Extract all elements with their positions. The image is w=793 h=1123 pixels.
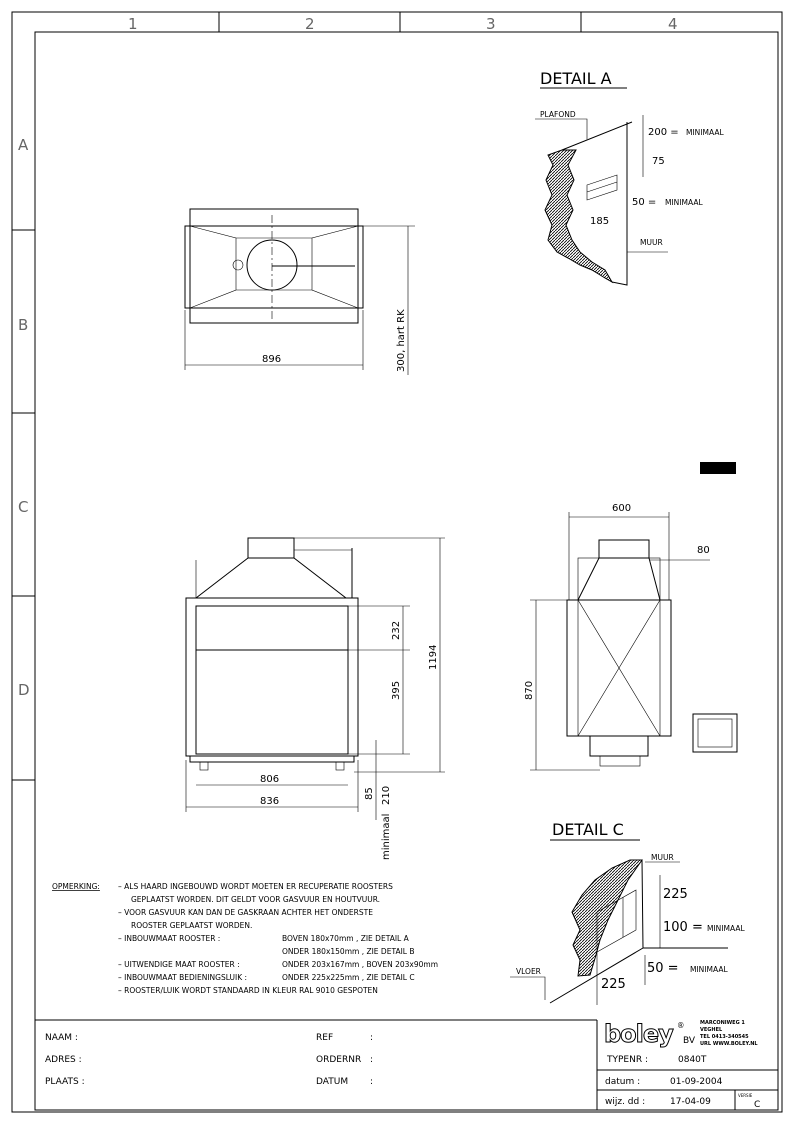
note-line: – INBOUWMAAT BEDIENINGSLUIK : [118, 973, 247, 982]
wijz-value: 17-04-09 [670, 1097, 711, 1107]
plaats-label: PLAATS : [45, 1077, 85, 1087]
dim-85: 85 [364, 787, 375, 800]
naam-label: NAAM : [45, 1033, 78, 1043]
column-label: 1 [128, 15, 138, 33]
detail-c: DETAIL C MUUR 225 100 = MINIMAAL 50 = MI… [510, 820, 745, 1005]
note-line: – UITWENDIGE MAAT ROOSTER : [118, 960, 240, 969]
notes: OPMERKING: – ALS HAARD INGEBOUWD WORDT M… [52, 882, 438, 995]
note-line: – ROOSTER/LUIK WORDT STANDAARD IN KLEUR … [118, 986, 378, 995]
detail-a-title: DETAIL A [540, 69, 612, 88]
dim-75: 75 [652, 156, 665, 167]
minimaal-label: MINIMAAL [686, 128, 724, 137]
row-label: D [18, 681, 30, 699]
title-block: NAAM : ADRES : PLAATS : REF ORDERNR DATU… [35, 1019, 778, 1110]
note-value: BOVEN 180x70mm , ZIE DETAIL A [282, 934, 410, 943]
minimaal-label: minimaal [381, 814, 392, 860]
row-label: A [18, 136, 29, 154]
note-value: ONDER 203x167mm , BOVEN 203x90mm [282, 960, 438, 969]
versie-value: C [754, 1100, 760, 1110]
dim-1194: 1194 [428, 645, 439, 670]
address-line: MARCONIWEG 1 [700, 1020, 745, 1026]
dim-836: 836 [260, 796, 279, 807]
dim-80: 80 [697, 545, 710, 556]
datum-field-label: DATUM [316, 1077, 348, 1087]
minimaal-label: MINIMAAL [690, 965, 728, 974]
colon: : [370, 1033, 373, 1043]
dim-210: 210 [381, 786, 392, 805]
dim-896: 896 [262, 354, 281, 365]
dim-870: 870 [524, 681, 535, 700]
dim-232: 232 [391, 621, 402, 640]
colon: : [370, 1077, 373, 1087]
logo-registered: ® [677, 1021, 685, 1030]
ref-label: REF [316, 1033, 333, 1043]
muur-label: MUUR [640, 238, 663, 247]
plafond-label: PLAFOND [540, 110, 576, 119]
dim-50: 50 = [632, 197, 656, 208]
typenr-value: 0840T [678, 1055, 707, 1065]
wijz-label: wijz. dd : [605, 1097, 645, 1107]
dim-225: 225 [601, 977, 626, 992]
drawing-frame: 1 2 3 4 A B C D [11, 11, 783, 1113]
notes-label: OPMERKING: [52, 882, 100, 891]
note-line: GEPLAATST WORDEN. DIT GELDT VOOR GASVUUR… [131, 895, 380, 904]
column-label: 4 [668, 15, 678, 33]
colon: : [370, 1055, 373, 1065]
dim-600: 600 [612, 503, 631, 514]
datum-label: datum : [605, 1077, 640, 1087]
typenr-label: TYPENR : [606, 1055, 648, 1065]
dim-185: 185 [590, 216, 609, 227]
row-label: B [18, 316, 28, 334]
dim-806: 806 [260, 774, 279, 785]
detail-a: DETAIL A PLAFOND 200 = MINIMAAL 75 50 = … [535, 69, 724, 286]
dim-200: 200 = [648, 127, 679, 138]
address-line: VEGHEL [700, 1027, 723, 1033]
note-line: – INBOUWMAAT ROOSTER : [118, 934, 220, 943]
adres-label: ADRES : [45, 1055, 82, 1065]
note-value: ONDER 225x225mm , ZIE DETAIL C [282, 973, 415, 982]
note-line: – ALS HAARD INGEBOUWD WORDT MOETEN ER RE… [118, 882, 393, 891]
muur-label: MUUR [651, 853, 674, 862]
row-label: C [18, 498, 28, 516]
datum-value: 01-09-2004 [670, 1077, 723, 1087]
side-view: 600 80 870 [524, 462, 738, 771]
column-label: 3 [486, 15, 496, 33]
address-line: URL WWW.BOLEY.NL [700, 1041, 758, 1047]
ordernr-label: ORDERNR [316, 1055, 361, 1065]
dim-395: 395 [391, 681, 402, 700]
boley-logo: boley [604, 1020, 674, 1048]
note-line: – VOOR GASVUUR KAN DAN DE GASKRAAN ACHTE… [118, 908, 373, 917]
address-line: TEL 0413-340545 [700, 1034, 749, 1040]
minimaal-label: MINIMAAL [707, 924, 745, 933]
dim-50: 50 = [647, 961, 679, 976]
black-label-block [700, 462, 736, 474]
versie-label: VERSIE [738, 1093, 753, 1098]
dim-100: 100 = [663, 920, 703, 935]
dim-300-hart-rk: 300, hart RK [396, 309, 407, 372]
top-view: 896 300, hart RK [184, 208, 415, 375]
detail-c-title: DETAIL C [552, 820, 624, 839]
dim-225: 225 [663, 887, 688, 902]
minimaal-label: MINIMAAL [665, 198, 703, 207]
vloer-label: VLOER [516, 967, 541, 976]
note-line: ROOSTER GEPLAATST WORDEN. [131, 921, 252, 930]
column-label: 2 [305, 15, 315, 33]
note-value: ONDER 180x150mm , ZIE DETAIL B [282, 947, 415, 956]
front-view: 232 395 1194 806 836 85 210 minimaal [185, 537, 445, 860]
logo-bv: BV [683, 1036, 696, 1046]
